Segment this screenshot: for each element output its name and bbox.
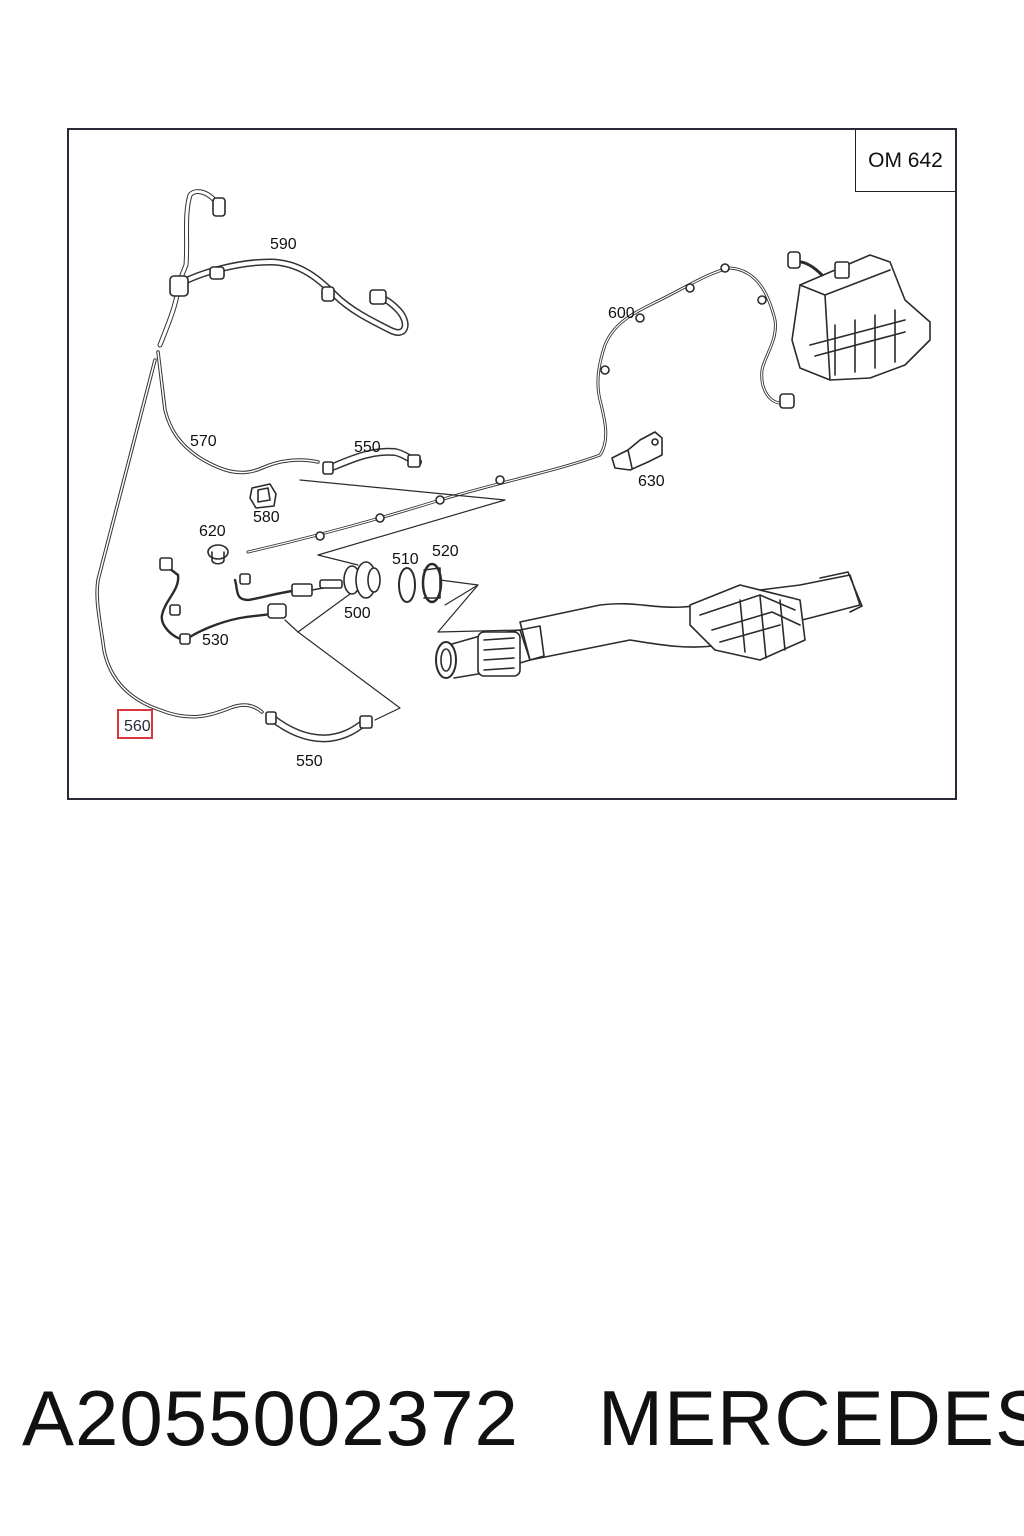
- callout-500: 500: [344, 605, 371, 622]
- parts-diagram: [95, 189, 931, 743]
- hose-590: [157, 189, 409, 348]
- ring-510: [398, 567, 416, 603]
- callout-600: 600: [608, 305, 635, 322]
- part-number: A2055002372: [22, 1374, 519, 1462]
- clip-580: [249, 483, 277, 509]
- leader-lines: [284, 479, 521, 721]
- callout-570: 570: [190, 433, 217, 450]
- hose-550-top: [322, 447, 422, 475]
- module-top-right: [787, 251, 931, 381]
- highlight-box: [117, 709, 153, 739]
- callout-580: 580: [253, 509, 280, 526]
- engine-label: OM 642: [855, 130, 955, 192]
- footer: A2055002372 MERCEDES: [0, 1368, 1024, 1478]
- callout-550-bottom: 550: [296, 753, 323, 770]
- callout-630: 630: [638, 473, 665, 490]
- line-560: [95, 358, 264, 719]
- harness-600: [246, 263, 795, 554]
- line-570: [156, 350, 320, 475]
- exhaust-assembly: [435, 571, 863, 679]
- brand-name: MERCEDES: [598, 1374, 1024, 1462]
- diagram-frame: [67, 128, 957, 800]
- callout-510: 510: [392, 551, 419, 568]
- grommet-620: [207, 544, 229, 565]
- callout-590: 590: [270, 236, 297, 253]
- clamp-520: [421, 562, 443, 604]
- bracket-630: [611, 431, 663, 471]
- callout-560: 560: [124, 718, 151, 735]
- callout-520: 520: [432, 543, 459, 560]
- callout-550-top: 550: [354, 439, 381, 456]
- sensor-530: [159, 557, 302, 645]
- sensor-500: [291, 561, 381, 599]
- callout-530: 530: [202, 632, 229, 649]
- hose-550-bottom: [265, 711, 373, 743]
- callout-620: 620: [199, 523, 226, 540]
